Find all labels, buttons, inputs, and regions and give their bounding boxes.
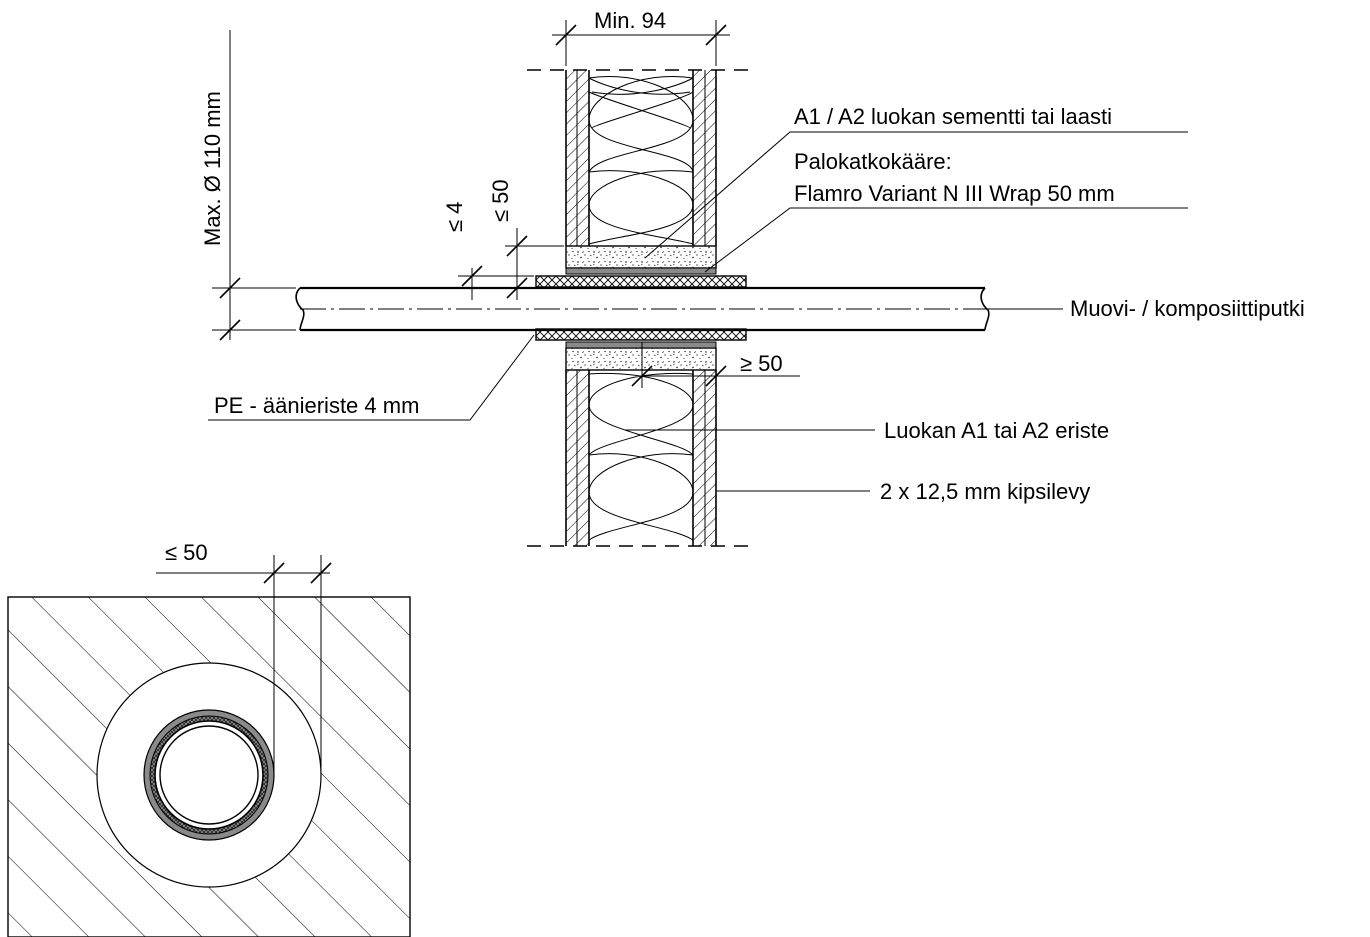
label-ge50: ≥ 50: [740, 351, 783, 376]
section-view: Min. 94 Max. Ø 110 mm ≤ 4 ≤ 50 A1 / A2 l…: [200, 8, 1305, 547]
dimension-le4: [458, 265, 534, 300]
label-pipe: Muovi- / komposiittiputki: [1070, 296, 1305, 321]
label-wrap-product: Flamro Variant N III Wrap 50 mm: [794, 181, 1115, 206]
plan-view: ≤ 50: [7, 540, 411, 937]
cement-fill-upper: [565, 245, 717, 269]
label-le50-vertical: ≤ 50: [488, 179, 513, 222]
label-wrap-title: Palokatkokääre:: [794, 149, 952, 174]
fire-wrap-lower: [565, 341, 717, 349]
label-le50-plan: ≤ 50: [165, 540, 208, 565]
leader-lines: [208, 131, 1188, 492]
pipe-inner-circle: [159, 725, 259, 825]
insulation-batt-upper: [588, 76, 694, 245]
label-le4: ≤ 4: [442, 202, 467, 232]
insulation-batt-lower: [588, 372, 694, 541]
label-gypsum: 2 x 12,5 mm kipsilevy: [880, 479, 1090, 504]
fire-wrap-upper: [565, 267, 717, 275]
pipe: [295, 286, 990, 332]
gypsum-boards-upper: [565, 70, 717, 246]
label-pe-insulation: PE - äänieriste 4 mm: [214, 393, 419, 418]
dimension-max-diameter: [212, 30, 296, 341]
gypsum-boards-lower: [565, 370, 717, 546]
label-cement: A1 / A2 luokan sementti tai laasti: [794, 104, 1112, 129]
dimension-le50-vertical: [505, 228, 564, 300]
label-max-diameter: Max. Ø 110 mm: [200, 91, 225, 246]
label-min-94: Min. 94: [594, 8, 666, 33]
cement-fill-lower: [565, 347, 717, 371]
pe-insulation-upper: [535, 275, 747, 288]
label-insulation: Luokan A1 tai A2 eriste: [884, 418, 1109, 443]
dimension-ge50: [631, 342, 800, 388]
dimension-min-94: [552, 20, 730, 66]
dimension-le50-plan: [156, 555, 332, 772]
